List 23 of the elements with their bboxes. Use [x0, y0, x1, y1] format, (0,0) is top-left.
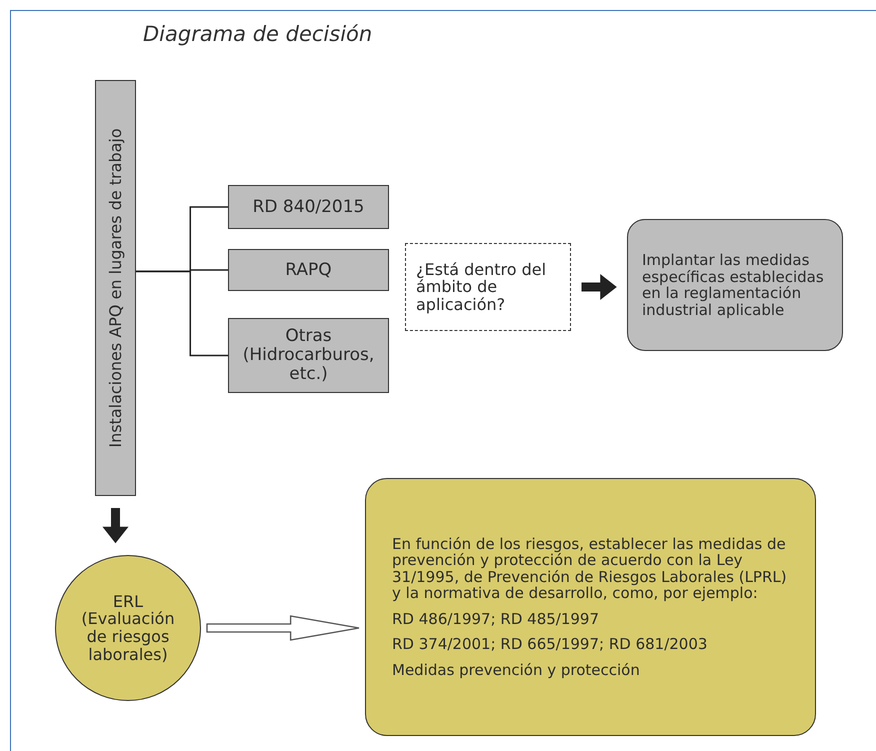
box-label: Implantar las medidas específicas establecidas en la reglamentación industrial aplicable: [642, 252, 825, 318]
block-arrow: [582, 274, 617, 300]
box-label: RD 486/1997; RD 485/1997: [392, 610, 600, 628]
box-label: Otras (Hidrocarburos, etc.): [242, 327, 376, 384]
box-label: Medidas prevención y protección: [392, 662, 640, 678]
box-label: ERL (Evaluación de riesgos laborales): [80, 592, 176, 664]
box-label: RD 840/2015: [252, 198, 364, 216]
action-box: [627, 219, 843, 351]
process-box: [228, 249, 389, 291]
connector-line: [136, 270, 228, 356]
box-label: RD 374/2001; RD 665/1997; RD 681/2003: [392, 636, 708, 653]
box-label: ¿Está dentro del ámbito de aplicación?: [416, 260, 548, 314]
diagram-title: Diagrama de decisión: [143, 22, 372, 46]
box-label: RAPQ: [285, 260, 332, 280]
block-arrow: [102, 508, 129, 544]
vertical-box: [95, 80, 136, 496]
hollow-arrow: [206, 615, 360, 641]
info-box: [365, 478, 816, 736]
process-box: [228, 185, 389, 229]
box-label: Instalaciones APQ en lugares de trabajo: [106, 128, 124, 448]
box-label: En función de los riesgos, establecer las medidas de prevención y protección de acuerdo con la Ley 31/1995, de Prevención de Riesgos Laborales (LPRL) y la normativa de desarrollo, como, por ejemplo:: [392, 536, 788, 602]
process-box: [228, 318, 389, 393]
question-box: [405, 243, 571, 331]
